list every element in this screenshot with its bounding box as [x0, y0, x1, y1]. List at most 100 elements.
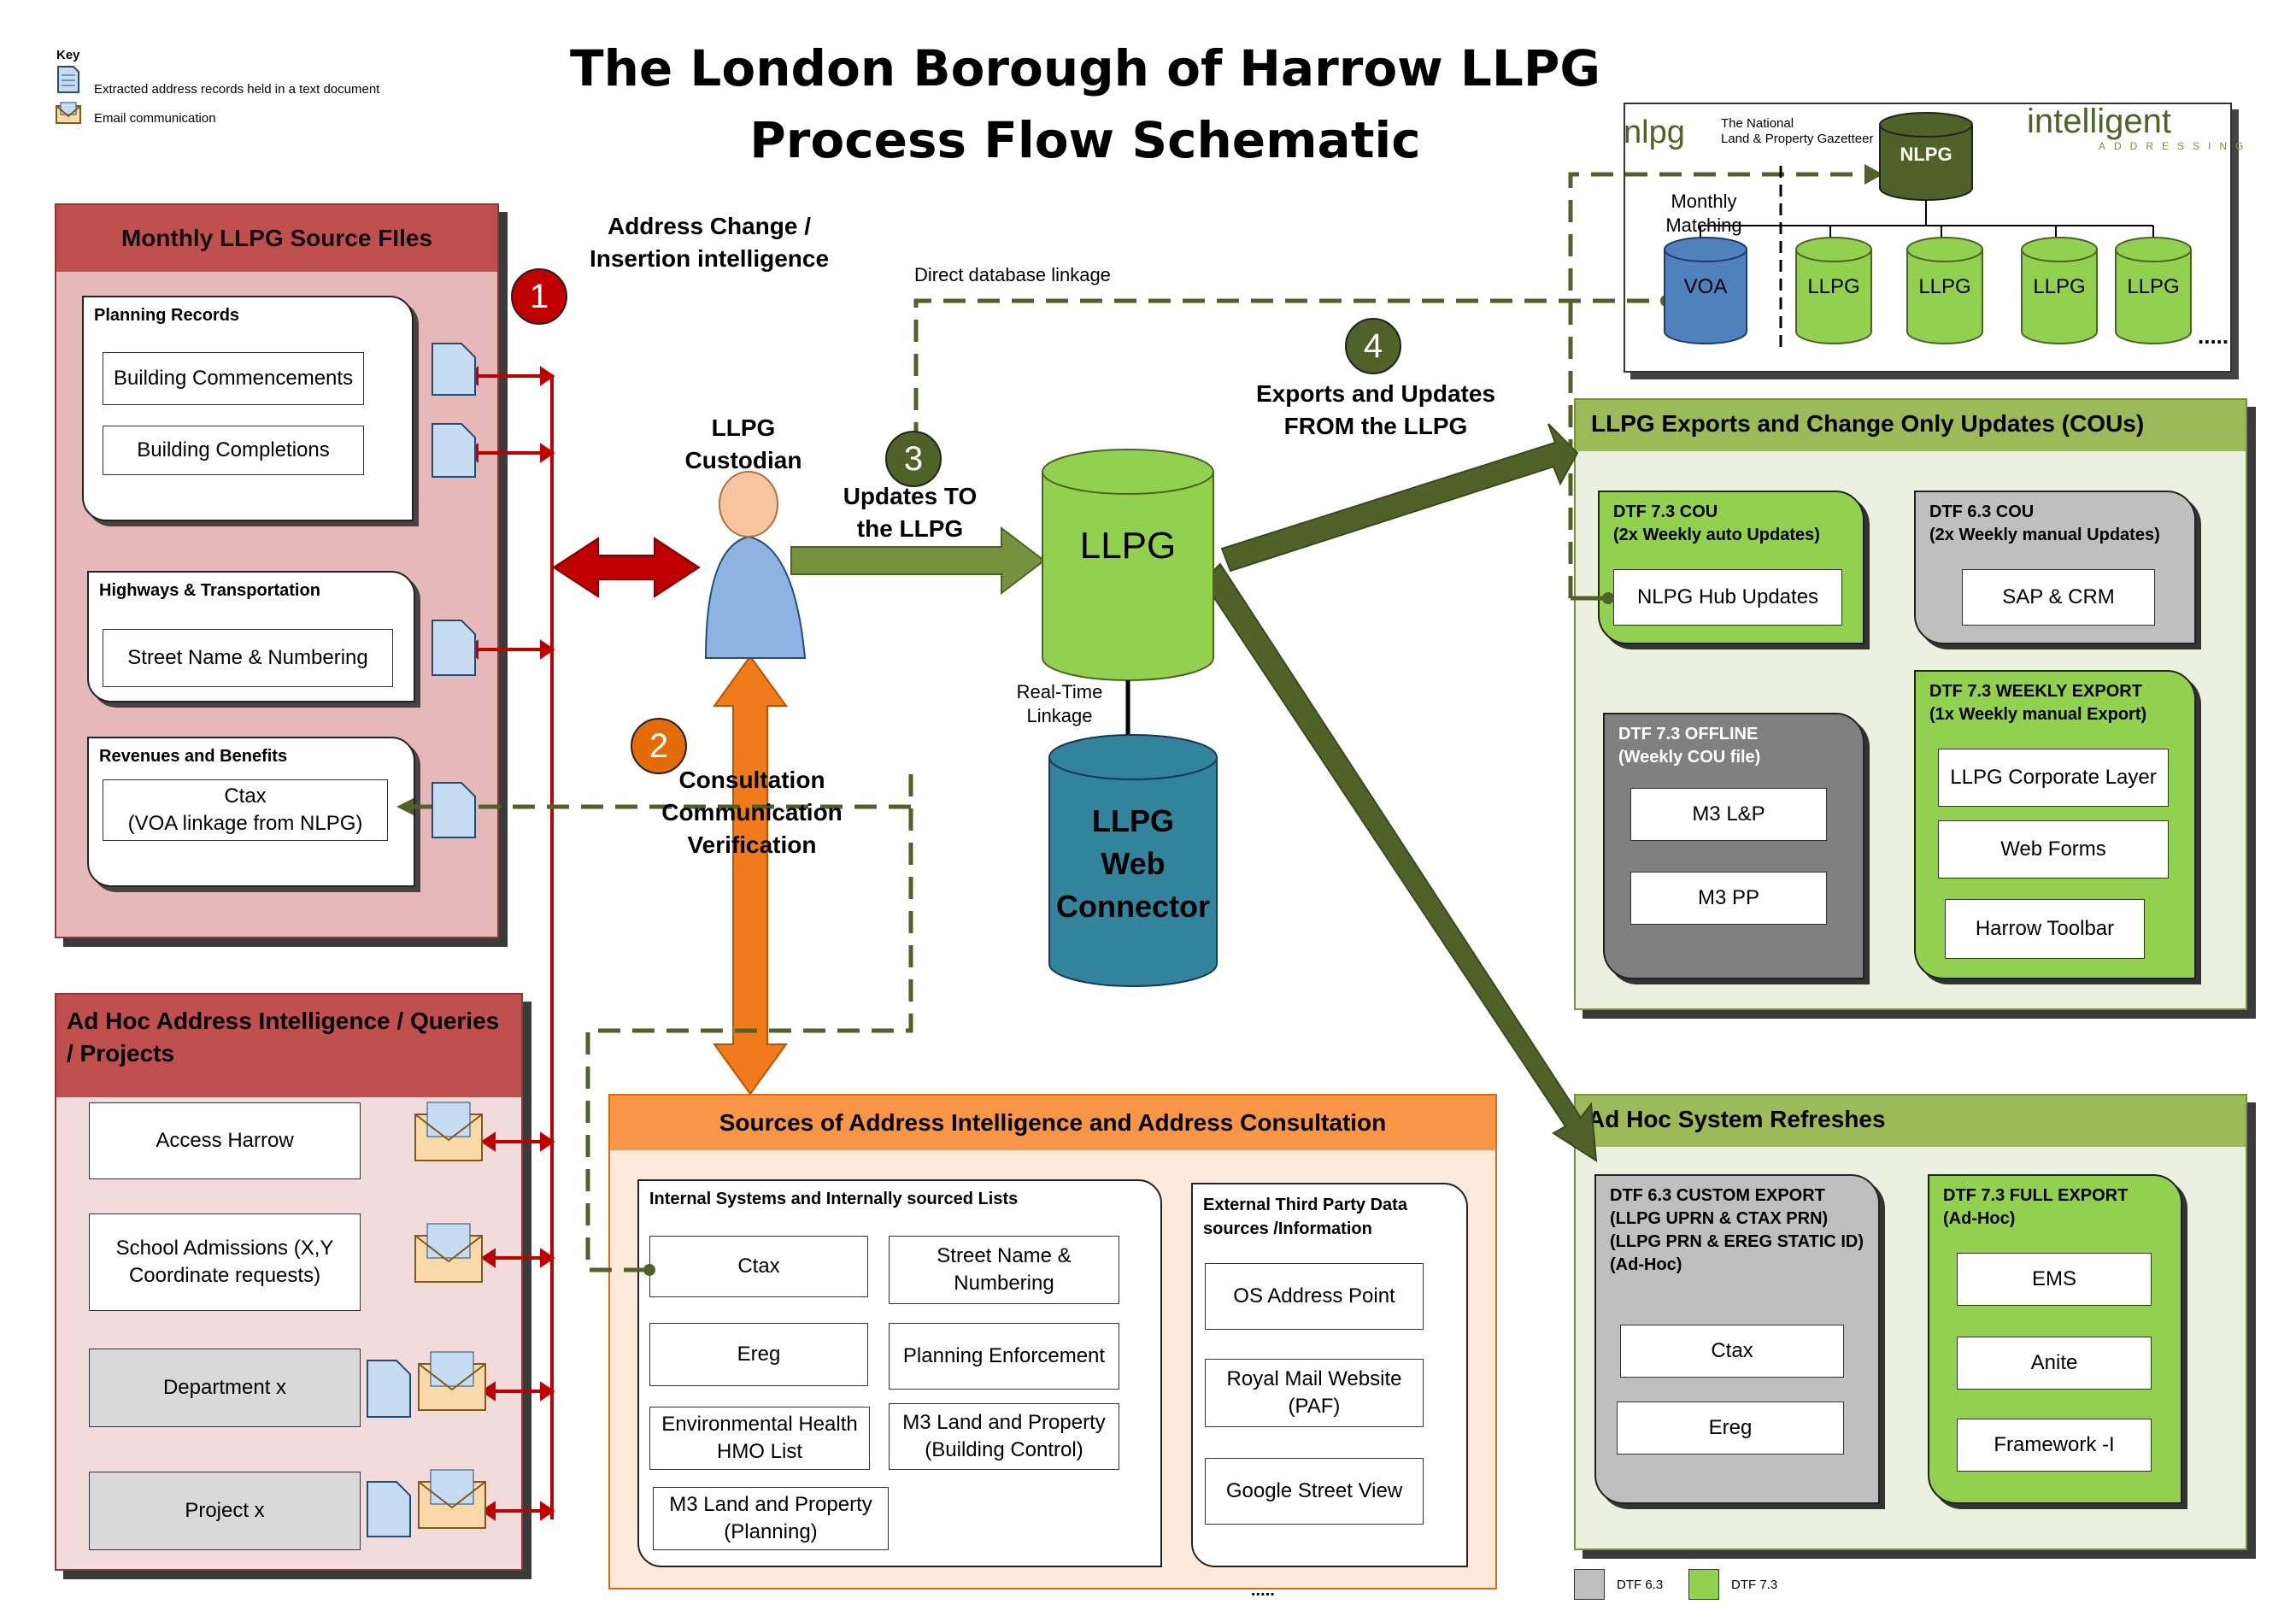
web-forms-box: Web Forms: [1938, 820, 2169, 879]
updates-to-arrow: [790, 526, 1046, 596]
key-email-label: Email communication: [94, 111, 216, 126]
consultation-orange-arrow: [713, 655, 788, 1096]
planning-records-title: Planning Records: [94, 306, 240, 325]
exports-title: LLPG Exports and Change Only Updates (CO…: [1576, 400, 2246, 451]
custodian-person-icon: [704, 471, 807, 659]
framework-i-box: Framework -I: [1957, 1419, 2152, 1472]
voa-label: VOA: [1683, 275, 1728, 298]
custodian-red-arrow: [552, 537, 701, 598]
school-admissions-box: School Admissions (X,Y Coordinate reques…: [89, 1214, 361, 1311]
llpg-node-4: LLPG: [2127, 275, 2180, 298]
exports-arrow: [1220, 423, 1579, 573]
source-street-naming-box: Street Name & Numbering: [889, 1236, 1119, 1304]
m3-pp-box: M3 PP: [1630, 872, 1827, 925]
internal-systems-title: Internal Systems and Internally sourced …: [649, 1190, 1019, 1208]
ctax-dashed-arrowhead: [396, 798, 414, 815]
source-environmental-health-box: Environmental Health HMO List: [649, 1407, 870, 1470]
llpg-db-label: LLPG: [1079, 525, 1177, 567]
refresh-ereg-box: Ereg: [1617, 1402, 1844, 1455]
highways-title: Highways & Transportation: [99, 581, 320, 600]
llpg-corporate-layer-box: LLPG Corporate Layer: [1938, 749, 2169, 807]
voa-cylinder: [1664, 237, 1747, 344]
department-x-box: Department x: [89, 1349, 361, 1427]
source-m3-planning-box: M3 Land and Property (Planning): [653, 1487, 889, 1550]
nlpg-logo: nlpg: [1624, 115, 1685, 150]
ctax-voa-box: Ctax (VOA linkage from NLPG): [103, 779, 388, 841]
red-connectors: [463, 366, 555, 1521]
adhoc-title: Ad Hoc Address Intelligence / Queries / …: [56, 995, 521, 1097]
anite-box: Anite: [1957, 1337, 2152, 1390]
dtf73-offline-title: DTF 7.3 OFFLINE (Weekly COU file): [1618, 725, 1761, 767]
building-commencements-box: Building Commencements: [103, 352, 364, 405]
sap-crm-box: SAP & CRM: [1962, 569, 2155, 626]
key-heading: Key: [56, 48, 80, 62]
web-connector-cylinder: [1048, 734, 1218, 987]
llpg-node-3: LLPG: [2033, 275, 2086, 298]
monthly-source-title: Monthly LLPG Source FIles: [56, 205, 497, 272]
project-x-box: Project x: [89, 1472, 361, 1550]
dtf63-cou-group: DTF 6.3 COU (2x Weekly manual Updates): [1914, 491, 2196, 644]
email-icon: [56, 102, 81, 124]
google-street-view-box: Google Street View: [1205, 1458, 1424, 1525]
realtime-label: Real-Time Linkage: [1016, 681, 1103, 726]
llpg-cylinder: [1042, 449, 1214, 681]
nlpg-gazetteer-text: The National Land & Property Gazetteer: [1721, 116, 1874, 146]
email-icons: [414, 1102, 486, 1529]
exports-from-label: Exports and Updates FROM the LLPG: [1255, 380, 1496, 439]
source-ereg-box: Ereg: [649, 1323, 868, 1386]
dtf63-custom-title: DTF 6.3 CUSTOM EXPORT (LLPG UPRN & CTAX …: [1610, 1186, 1864, 1274]
nlpg-hub-cylinder: [1879, 112, 1973, 201]
document-icon: [57, 66, 79, 93]
refresh-arrow: [1201, 562, 1598, 1162]
os-address-point-box: OS Address Point: [1205, 1263, 1424, 1330]
dtf73-offline-group: DTF 7.3 OFFLINE (Weekly COU file): [1603, 713, 1864, 979]
legend-swatch-dtf73: [1688, 1569, 1719, 1600]
sources-title: Sources of Address Intelligence and Addr…: [610, 1096, 1495, 1150]
step-2-badge: 2: [631, 718, 687, 774]
llpg-more-ellipsis: .....: [2198, 323, 2229, 349]
external-sources-title: External Third Party Data sources /Infor…: [1203, 1196, 1407, 1238]
web-connector-label: LLPG Web Connector: [1056, 803, 1210, 924]
nlpg-hub-label: NLPG: [1900, 144, 1952, 165]
nlpg-hub-updates-box: NLPG Hub Updates: [1613, 569, 1842, 626]
source-planning-enforcement-box: Planning Enforcement: [889, 1323, 1119, 1390]
street-name-numbering-box: Street Name & Numbering: [103, 629, 393, 687]
intelligent-addressing-logo: intelligent: [2027, 103, 2172, 140]
llpg-node-2: LLPG: [1918, 275, 1971, 298]
title-line-1: The London Borough of Harrow LLPG: [570, 39, 1600, 97]
revenues-title: Revenues and Benefits: [99, 747, 288, 766]
ems-box: EMS: [1957, 1253, 2152, 1306]
legend-dtf73-label: DTF 7.3: [1731, 1578, 1778, 1592]
royal-mail-paf-box: Royal Mail Website (PAF): [1205, 1359, 1424, 1427]
harrow-toolbar-box: Harrow Toolbar: [1945, 899, 2145, 959]
m3-lp-box: M3 L&P: [1630, 788, 1827, 841]
title-line-2: Process Flow Schematic: [749, 111, 1421, 169]
custodian-label: LLPG Custodian: [684, 414, 802, 473]
source-m3-building-control-box: M3 Land and Property (Building Control): [889, 1403, 1119, 1470]
addressing-subtext: ADDRESSING: [2099, 140, 2252, 152]
nlpg-dashed-arrowhead: [1864, 164, 1883, 185]
direct-db-label: Direct database linkage: [914, 264, 1111, 285]
updates-to-label: Updates TO the LLPG: [843, 483, 978, 542]
consultation-label: Consultation Communication Verification: [661, 767, 843, 858]
step-4-badge: 4: [1345, 318, 1401, 374]
step-1-badge: 1: [511, 268, 567, 325]
key-doc-label: Extracted address records held in a text…: [94, 82, 380, 97]
legend-swatch-dtf63: [1574, 1569, 1605, 1600]
step-3-badge: 3: [885, 431, 942, 487]
dtf73-full-title: DTF 7.3 FULL EXPORT (Ad-Hoc): [1943, 1186, 2129, 1228]
page-title: The London Borough of Harrow LLPG Proces…: [513, 32, 1658, 176]
llpg-node-1: LLPG: [1807, 275, 1860, 298]
dtf73-weekly-title: DTF 7.3 WEEKLY EXPORT (1x Weekly manual …: [1929, 682, 2147, 724]
source-ctax-box: Ctax: [649, 1236, 868, 1297]
planning-records-group: Planning Records: [82, 296, 414, 521]
refresh-ctax-box: Ctax: [1620, 1325, 1844, 1378]
document-icons: [367, 343, 476, 1537]
dtf73-cou-title: DTF 7.3 COU (2x Weekly auto Updates): [1613, 502, 1820, 544]
dtf63-cou-title: DTF 6.3 COU (2x Weekly manual Updates): [1929, 502, 2160, 544]
building-completions-box: Building Completions: [103, 426, 364, 475]
address-change-label: Address Change / Insertion intelligence: [589, 213, 830, 272]
refresh-title: Ad Hoc System Refreshes: [1576, 1096, 2246, 1147]
access-harrow-box: Access Harrow: [89, 1102, 361, 1179]
